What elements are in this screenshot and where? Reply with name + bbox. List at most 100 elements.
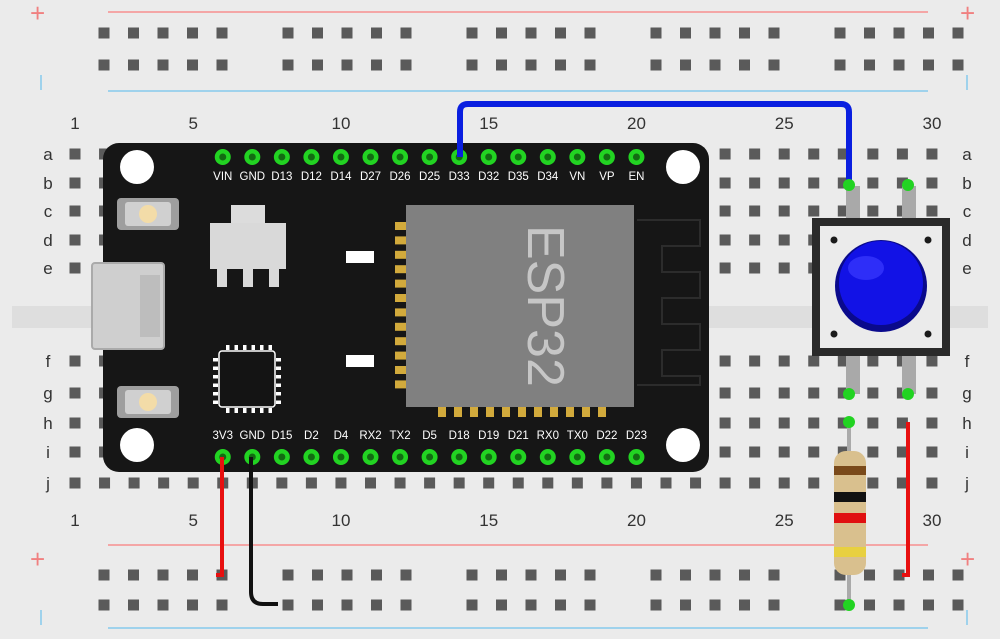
rail-hole	[312, 27, 323, 39]
rail-hole	[584, 569, 596, 581]
reset-button[interactable]	[139, 393, 157, 411]
header-pin-hole	[426, 153, 434, 161]
rail-hole	[893, 569, 905, 581]
module-pad	[438, 403, 446, 417]
pushbutton-screw	[830, 330, 838, 338]
pin-label: D23	[626, 430, 647, 442]
header-pin-hole	[307, 453, 315, 461]
column-number-label: 20	[627, 511, 646, 530]
breadboard-hole	[896, 417, 908, 429]
rail-hole	[187, 27, 198, 39]
chip-pin	[276, 383, 281, 387]
rail-hole	[371, 569, 382, 581]
breadboard-hole	[719, 446, 731, 458]
module-pad	[598, 403, 606, 417]
rail-hole	[650, 599, 662, 611]
rail-hole	[496, 599, 507, 611]
breadboard-hole	[719, 205, 731, 217]
breadboard-hole	[896, 477, 908, 489]
breadboard-hole	[512, 477, 524, 489]
rail-hole	[371, 599, 382, 611]
rail-hole	[584, 59, 596, 71]
rail-hole	[525, 599, 537, 611]
voltage-regulator	[210, 223, 286, 269]
breadboard-hole	[867, 446, 879, 458]
resistor-component	[834, 420, 866, 605]
pin-label: TX0	[567, 430, 588, 442]
rail-hole	[768, 27, 780, 39]
breadboard-hole	[867, 477, 879, 489]
rail-hole	[216, 599, 228, 611]
pushbutton-leg	[846, 352, 860, 394]
resistor-band-gold	[834, 547, 866, 557]
pin-label: D35	[508, 171, 529, 183]
breadboard-hole	[719, 148, 731, 160]
breadboard-hole	[305, 477, 317, 489]
rail-hole	[739, 569, 750, 581]
rail-hole	[768, 599, 780, 611]
rail-hole	[893, 599, 905, 611]
chip-pin	[260, 408, 264, 413]
mount-hole-top-left	[120, 150, 154, 184]
breadboard-hole	[690, 477, 702, 489]
breadboard-hole	[69, 262, 81, 274]
usb-port-slot	[140, 275, 160, 337]
rail-hole	[525, 59, 537, 71]
rail-plus-top-right: +	[960, 0, 975, 28]
column-number-label: 5	[188, 114, 197, 133]
breadboard-hole	[778, 234, 790, 246]
pin-label: D21	[508, 430, 529, 442]
rail-hole	[496, 59, 507, 71]
wire-blue-d33-to-button[interactable]	[457, 101, 852, 185]
breadboard-hole	[749, 177, 761, 189]
header-pin-hole	[219, 153, 227, 161]
esp32-module-shield	[406, 205, 634, 407]
breadboard-hole	[335, 477, 347, 489]
chip-pin	[268, 345, 272, 350]
breadboard-hole	[69, 387, 81, 399]
breadboard-hole	[69, 446, 81, 458]
column-number-label: 25	[775, 114, 794, 133]
breadboard-hole	[926, 205, 938, 217]
breadboard-hole	[276, 477, 288, 489]
header-pin-hole	[632, 453, 640, 461]
pushbutton-leg	[902, 186, 916, 220]
rail-hole	[157, 569, 169, 581]
pushbutton-cap[interactable]	[839, 241, 923, 325]
breadboard-hole	[896, 148, 908, 160]
pin-label: D12	[301, 171, 322, 183]
chip-pin	[226, 408, 230, 413]
breadboard-hole	[867, 417, 879, 429]
pin-label: VN	[569, 171, 585, 183]
breadboard-hole	[778, 355, 790, 367]
pin-label: VP	[599, 171, 615, 183]
pin-label: RX0	[537, 430, 559, 442]
connection-dot	[843, 599, 855, 611]
rail-hole	[400, 27, 412, 39]
rail-hole	[584, 599, 596, 611]
breadboard-hole	[808, 177, 820, 189]
pin-label: D34	[537, 171, 559, 183]
rail-hole	[555, 59, 566, 71]
rail-hole	[98, 59, 110, 71]
breadboard-hole	[808, 205, 820, 217]
rail-hole	[400, 599, 412, 611]
header-pin-hole	[632, 153, 640, 161]
chip-pin	[251, 345, 255, 350]
pushbutton-screw	[924, 330, 932, 338]
boot-button[interactable]	[139, 205, 157, 223]
rail-hole	[555, 27, 566, 39]
breadboard-hole	[867, 387, 879, 399]
rail-hole	[952, 59, 964, 71]
pin-label: D4	[334, 430, 349, 442]
rail-hole	[768, 59, 780, 71]
rail-hole	[680, 27, 691, 39]
rail-hole	[128, 59, 139, 71]
wire-black-gnd-rail[interactable]	[249, 457, 278, 606]
rail-hole	[216, 59, 228, 71]
breadboard-hole	[719, 355, 731, 367]
row-letter-label: i	[46, 443, 50, 462]
chip-pin	[276, 375, 281, 379]
